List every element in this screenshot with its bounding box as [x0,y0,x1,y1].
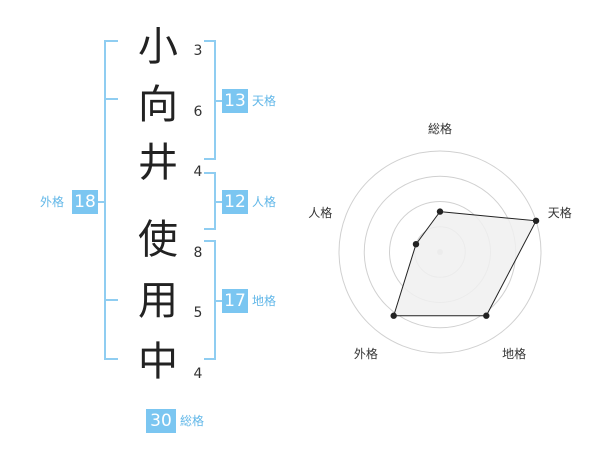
name-char-1: 小 [138,24,178,70]
radar-point-0 [436,208,444,215]
chikaku-connector [216,300,222,302]
gaikaku-badge: 18 [72,190,98,214]
stroke-count-5: 5 [193,305,203,321]
gaikaku-label: 外格 [40,195,65,209]
tenkaku-bracket-vertical [214,40,216,160]
gaikaku-bracket-mid-lower [104,299,118,301]
radar-axis-label-1: 天格 [548,205,572,220]
radar-point-3 [390,312,397,319]
soukaku-label: 総格 [180,414,205,428]
radar-axis-label-0: 総格 [428,121,452,136]
name-char-6: 中 [138,339,178,385]
radar-shape [393,211,537,317]
tenkaku-connector [216,100,222,102]
gaikaku-connector [96,201,104,203]
name-char-4: 使 [138,217,178,263]
radar-point-4 [412,240,420,248]
tenkaku-label: 天格 [252,94,277,108]
gaikaku-bracket-top [104,40,118,42]
gaikaku-bracket-bottom [104,358,118,360]
chikaku-label: 地格 [252,294,277,308]
name-char-2: 向 [138,82,178,128]
soukaku-badge: 30 [146,409,176,433]
radar-ring-4 [338,150,542,354]
radar-point-1 [532,217,540,224]
tenkaku-bracket-top [204,40,216,42]
jinkaku-bracket-top [204,172,216,174]
gaikaku-bracket-mid-upper [104,98,118,100]
stroke-count-4: 8 [193,245,203,261]
jinkaku-connector [216,201,222,203]
chikaku-bracket-bottom [204,358,216,360]
stroke-count-6: 4 [193,366,203,382]
gaikaku-bracket-vertical [104,40,106,360]
stroke-count-3: 4 [193,164,203,180]
radar-points [390,208,540,319]
name-char-3: 井 [138,140,178,186]
stroke-count-1: 3 [193,43,203,59]
jinkaku-bracket-vertical [214,172,216,230]
chikaku-badge: 17 [222,289,248,313]
chikaku-bracket-top [204,240,216,242]
jinkaku-label: 人格 [252,195,277,209]
name-char-5: 用 [138,278,178,324]
stroke-count-2: 6 [193,104,203,120]
radar-axis-label-2: 地格 [502,346,526,361]
radar-axis-label-4: 人格 [308,205,332,220]
chikaku-bracket-vertical [214,240,216,360]
jinkaku-bracket-bottom [204,228,216,230]
tenkaku-badge: 13 [222,89,248,113]
tenkaku-bracket-bottom [204,158,216,160]
radar-axis-label-3: 外格 [354,346,378,361]
radar-point-2 [483,312,490,319]
jinkaku-badge: 12 [222,190,248,214]
